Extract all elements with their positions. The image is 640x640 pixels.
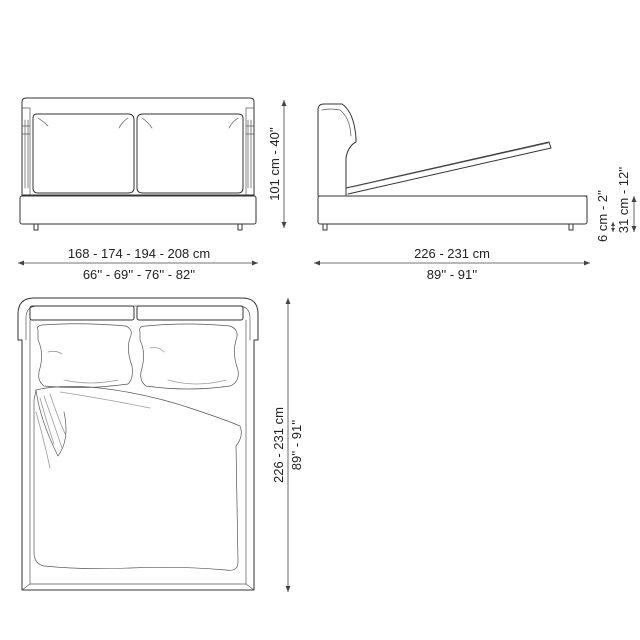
top-right-pillow [139, 323, 239, 390]
side-view [317, 103, 588, 231]
front-headboard-frame [21, 97, 255, 111]
top-view [17, 297, 259, 591]
front-left-foot [33, 223, 39, 231]
front-height-dimension: 101 cm - 40'' [267, 100, 287, 228]
front-width-dimension: 168 - 174 - 194 - 208 cm 66'' - 69'' - 7… [18, 246, 258, 282]
top-length-cm-label: 226 - 231 cm [271, 407, 286, 483]
front-width-in-label: 66'' - 69'' - 76'' - 82'' [83, 267, 195, 282]
front-right-foot [237, 223, 243, 231]
top-length-dimension: 226 - 231 cm 89'' - 91'' [271, 298, 304, 592]
top-length-in-label: 89'' - 91'' [289, 420, 304, 470]
side-front-foot [322, 223, 328, 231]
side-length-in-label: 89'' - 91'' [427, 267, 477, 282]
front-height-label: 101 cm - 40'' [267, 127, 282, 201]
side-length-cm-label: 226 - 231 cm [414, 246, 490, 261]
front-base [19, 195, 257, 225]
top-outer-frame [17, 297, 259, 591]
front-right-arm [245, 119, 255, 189]
front-width-cm-label: 168 - 174 - 194 - 208 cm [68, 246, 210, 261]
side-length-dimension: 226 - 231 cm 89'' - 91'' [314, 246, 590, 282]
side-back-foot [568, 223, 574, 231]
side-lifted-frame [345, 141, 552, 195]
front-left-arm [21, 119, 31, 189]
front-view [19, 97, 257, 231]
side-foot-height-label: 6 cm - 2'' [595, 190, 610, 242]
side-foot-height-dimension: 6 cm - 2'' [595, 190, 615, 242]
front-left-pillow [32, 113, 135, 194]
front-right-pillow [136, 113, 244, 194]
side-base-height-label: 31 cm - 12'' [616, 167, 631, 233]
side-base [317, 195, 588, 225]
top-duvet [33, 386, 242, 571]
top-left-pillow [37, 323, 133, 388]
side-headboard [317, 103, 357, 196]
side-base-height-dimension: 31 cm - 12'' [616, 167, 637, 233]
